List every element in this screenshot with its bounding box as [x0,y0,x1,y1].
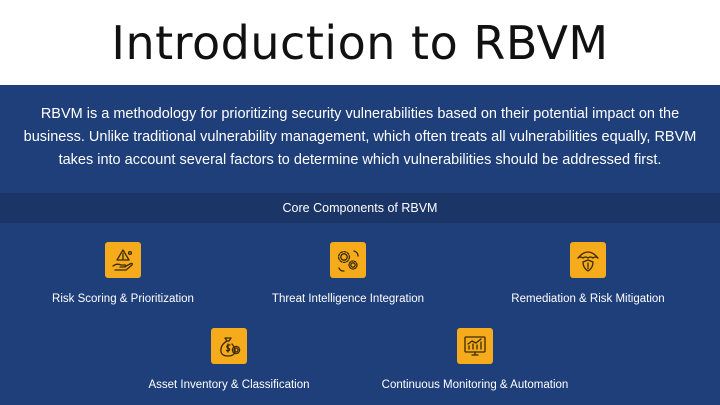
monitoring-chart-icon [457,328,493,364]
component-card-asset-inventory: Asset Inventory & Classification [114,328,344,391]
section-heading: Core Components of RBVM [282,201,438,215]
components-area: Risk Scoring & Prioritization Threat Int… [0,223,720,405]
component-card-continuous-monitoring: Continuous Monitoring & Automation [360,328,590,391]
component-label: Risk Scoring & Prioritization [52,293,194,305]
section-band: Core Components of RBVM [0,193,720,223]
component-label: Remediation & Risk Mitigation [511,293,665,305]
component-card-risk-scoring: Risk Scoring & Prioritization [8,242,238,305]
component-card-remediation: Remediation & Risk Mitigation [473,242,703,305]
component-card-threat-intelligence: Threat Intelligence Integration [233,242,463,305]
umbrella-shield-icon [570,242,606,278]
intro-text: RBVM is a methodology for prioritizing s… [23,106,697,168]
money-bag-gear-icon [211,328,247,364]
slide-title: Introduction to RBVM [111,15,609,70]
component-label: Asset Inventory & Classification [148,379,310,391]
gears-icon [330,242,366,278]
intro-paragraph: RBVM is a methodology for prioritizing s… [0,85,720,193]
risk-hand-icon [105,242,141,278]
component-label: Threat Intelligence Integration [271,293,425,305]
component-label: Continuous Monitoring & Automation [381,379,569,391]
title-bar: Introduction to RBVM [0,0,720,85]
